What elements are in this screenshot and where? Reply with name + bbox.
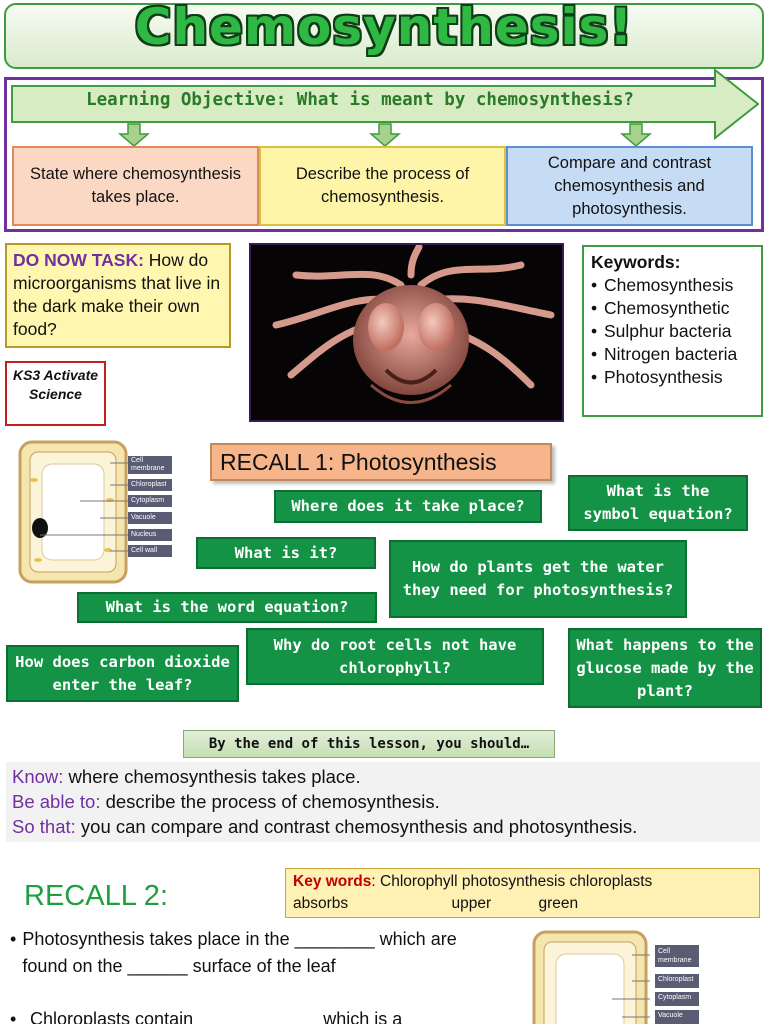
plant-cell-diagram (18, 440, 128, 584)
objective-3: Compare and contrast chemosynthesis and … (506, 146, 753, 226)
question-box: How does carbon dioxide enter the leaf? (6, 645, 239, 702)
title-banner (4, 3, 764, 69)
objective-arrow (11, 68, 760, 147)
question-box: What is it? (196, 537, 376, 569)
outcome-know: Know: where chemosynthesis takes place. (12, 766, 361, 787)
question-box: What is the symbol equation? (568, 475, 748, 531)
question-box: Where does it take place? (274, 490, 542, 523)
question-box: What happens to the glucose made by the … (568, 628, 762, 708)
cell-label: Chloroplast (128, 479, 172, 491)
objectives-frame (4, 77, 764, 232)
do-now-task: DO NOW TASK: How do microorganisms that … (5, 243, 231, 348)
question-box: Why do root cells not have chlorophyll? (246, 628, 544, 685)
keyword-item: Photosynthesis (591, 366, 754, 389)
cell-label: Vacuole (128, 512, 172, 524)
cell-label: Vacuole (655, 1010, 699, 1024)
do-now-text: How do microorganisms that live in the d… (13, 250, 221, 339)
keyword-item: Nitrogen bacteria (591, 343, 754, 366)
question-box: How do plants get the water they need fo… (389, 540, 687, 618)
do-now-heading: DO NOW TASK (13, 250, 139, 270)
keywords-heading: Keywords: (591, 252, 681, 272)
outcome-so-that: So that: you can compare and contrast ch… (12, 816, 638, 837)
ks3-badge-text: KS3 Activate Science (12, 367, 99, 402)
cell-label: Cell membrane (128, 456, 172, 474)
keyword-item: Sulphur bacteria (591, 320, 754, 343)
end-of-lesson-banner: By the end of this lesson, you should… (183, 730, 555, 758)
keyword-item: Chemosynthetic (591, 297, 754, 320)
recall2-keywords: Key words: Chlorophyll photosynthesis ch… (285, 868, 760, 918)
keywords-box: Keywords: Chemosynthesis Chemosynthetic … (582, 245, 763, 417)
plant-cell-diagram-2 (532, 930, 650, 1024)
recall1-title: RECALL 1: Photosynthesis (210, 443, 552, 481)
page-title: Chemosynthesis! (134, 0, 634, 56)
recall2-bullet: •Photosynthesis takes place in the _____… (10, 929, 457, 976)
objective-1: State where chemosynthesis takes place. (12, 146, 259, 226)
learning-objective: Learning Objective: What is meant by che… (86, 90, 634, 110)
tube-worm-photo (249, 243, 564, 422)
recall2-bullet: •Chloroplasts contain ____________ which… (10, 1009, 403, 1024)
cell-label: Chloroplast (655, 974, 699, 988)
ks3-badge: KS3 Activate Science (5, 361, 106, 426)
cell-label: Cytoplasm (128, 495, 172, 507)
cell-label: Cell wall (128, 545, 172, 557)
cell-label: Cell membrane (655, 945, 699, 967)
down-arrow-icon (619, 123, 653, 147)
cell-label: Nucleus (128, 529, 172, 541)
cell-label-lines (40, 462, 130, 552)
question-box: What is the word equation? (77, 592, 377, 623)
keyword-item: Chemosynthesis (591, 274, 754, 297)
objective-2: Describe the process of chemosynthesis. (259, 146, 506, 226)
lesson-outcomes: Know: where chemosynthesis takes place. … (6, 762, 760, 842)
down-arrow-icon (117, 123, 151, 147)
recall2-title: RECALL 2: (24, 880, 168, 912)
cell-label: Cytoplasm (655, 992, 699, 1006)
down-arrow-icon (368, 123, 402, 147)
outcome-be-able-to: Be able to: describe the process of chem… (12, 791, 440, 812)
